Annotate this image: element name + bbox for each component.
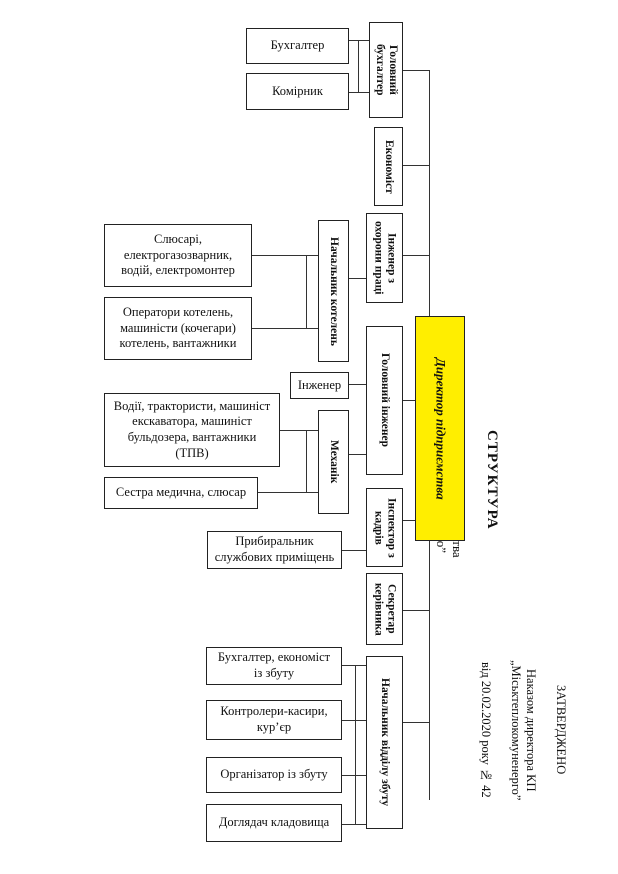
branch-line [342, 550, 366, 552]
drivers-box: Водії, трактористи, машиніст екскаватора… [104, 393, 280, 467]
secretary-box: Секретар керівника [366, 573, 403, 645]
branch-line [252, 255, 318, 257]
branch-line [342, 824, 366, 826]
nurse-box: Сестра медична, слюсар [104, 477, 258, 509]
connector-economist [403, 165, 430, 167]
chief-accountant-box: Головний бухгалтер [369, 22, 403, 118]
boiler-head-label: Начальник котелень [328, 236, 341, 346]
storekeeper-box: Комірник [246, 73, 349, 110]
branch-line [349, 384, 366, 386]
safety-engineer-box: Інженер з охорони праці [366, 213, 403, 303]
branch-line [306, 430, 308, 493]
operators-box: Оператори котелень, машиністи (кочегари)… [104, 297, 252, 360]
approval-stamp: ЗАТВЕРДЖЕНО Наказом директора КП „Міськт… [479, 600, 583, 860]
director-box: Директор підприємства [415, 316, 465, 541]
connector-secretary [403, 610, 430, 612]
branch-line [252, 328, 318, 330]
secretary-label: Секретар керівника [372, 582, 398, 636]
engineer-label: Інженер [297, 377, 342, 392]
cleaner-label: Прибиральник службових приміщень [214, 534, 335, 564]
branch-line [342, 720, 366, 722]
sales-accountant-box: Бухгалтер, економіст із збуту [206, 647, 342, 685]
document-heading: СТРУКТУРА комунального підприємства „Міс… [434, 340, 518, 620]
mechanic-box: Механік [318, 410, 349, 514]
locksmiths-box: Слюсарі, електрогазозварник, водій, елек… [104, 224, 252, 287]
branch-line [349, 92, 369, 94]
approval-date: від 20.02.2020 року № 42 [479, 662, 493, 798]
storekeeper-label: Комірник [272, 83, 323, 98]
sales-head-box: Начальник відділу збуту [366, 656, 403, 829]
document-title: СТРУКТУРА [484, 430, 500, 530]
branch-line [349, 40, 369, 42]
engineer-box: Інженер [290, 372, 349, 399]
chief-engineer-label: Головний інженер [379, 353, 392, 448]
connector-sales [403, 722, 430, 724]
cemetery-label: Доглядач кладовища [218, 815, 330, 830]
branch-line [342, 665, 366, 667]
branch-line [349, 278, 366, 280]
sales-accountant-label: Бухгалтер, економіст із збуту [217, 650, 331, 680]
branch-line [358, 40, 360, 93]
operators-label: Оператори котелень, машиністи (кочегари)… [119, 305, 237, 351]
organizer-label: Організатор із збуту [220, 767, 328, 782]
branch-line [306, 255, 308, 329]
connector-chief-engineer [403, 400, 415, 402]
boiler-head-box: Начальник котелень [318, 220, 349, 362]
mechanic-label: Механік [328, 440, 341, 484]
branch-line [342, 775, 366, 777]
chief-accountant-label: Головний бухгалтер [374, 44, 400, 96]
connector-safety-engineer [403, 255, 430, 257]
accountant-box: Бухгалтер [246, 28, 349, 64]
drivers-label: Водії, трактористи, машиніст екскаватора… [113, 398, 271, 460]
controllers-label: Контролери-касири, кур’єр [220, 704, 328, 734]
branch-line [355, 665, 357, 825]
hr-inspector-label: Інспектор з кадрів [372, 497, 398, 558]
accountant-label: Бухгалтер [270, 38, 325, 53]
branch-line [280, 430, 318, 432]
hr-inspector-box: Інспектор з кадрів [366, 488, 403, 567]
connector-hr [403, 520, 415, 522]
director-label: Директор підприємства [433, 357, 449, 500]
organizer-box: Організатор із збуту [206, 757, 342, 793]
approval-order: Наказом директора КП „Міськтеплокомунене… [509, 659, 538, 801]
controllers-box: Контролери-касири, кур’єр [206, 700, 342, 740]
cemetery-box: Доглядач кладовища [206, 804, 342, 842]
locksmiths-label: Слюсарі, електрогазозварник, водій, елек… [121, 232, 235, 278]
nurse-label: Сестра медична, слюсар [115, 485, 247, 500]
sales-head-label: Начальник відділу збуту [379, 678, 392, 807]
approval-title: ЗАТВЕРДЖЕНО [554, 685, 568, 775]
economist-box: Економіст [374, 127, 403, 206]
economist-label: Економіст [383, 139, 396, 194]
branch-line [258, 492, 318, 494]
connector-chief-accountant [403, 70, 430, 72]
chief-engineer-box: Головний інженер [366, 326, 403, 475]
safety-engineer-label: Інженер з охорони праці [372, 221, 398, 295]
cleaner-box: Прибиральник службових приміщень [207, 531, 342, 569]
branch-line [349, 454, 366, 456]
